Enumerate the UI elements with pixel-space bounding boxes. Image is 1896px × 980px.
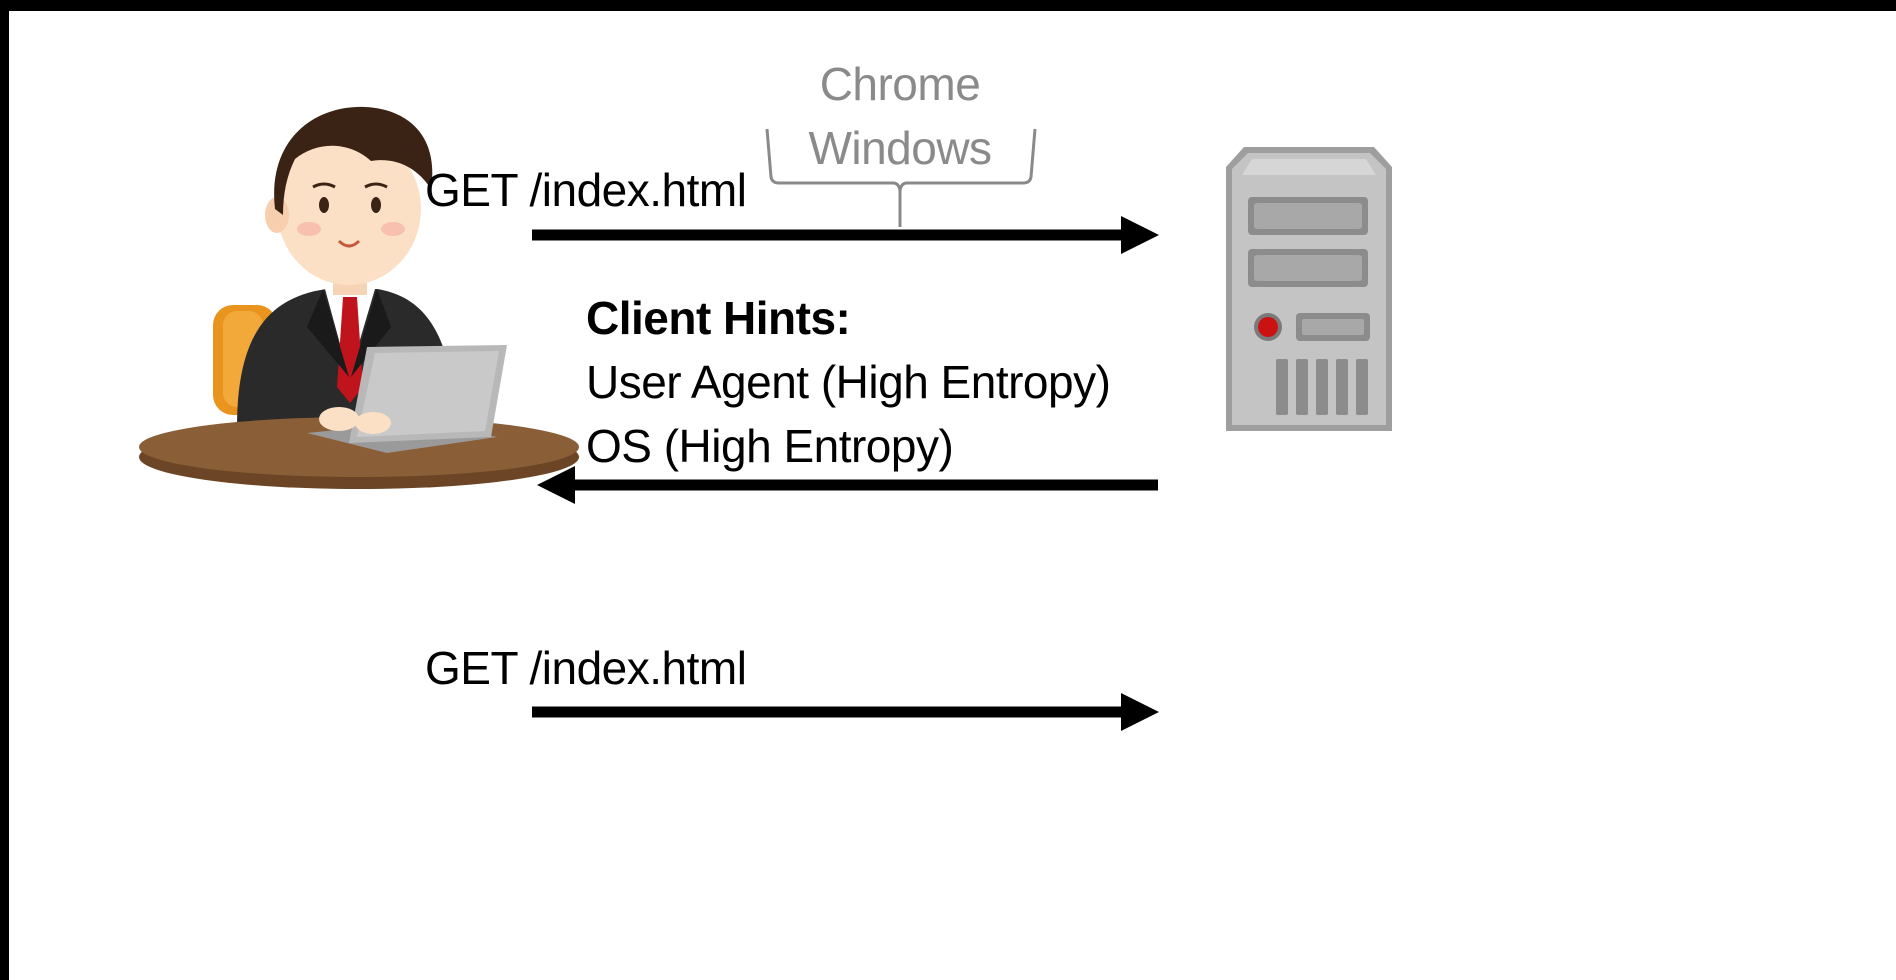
request-1-arrow bbox=[532, 216, 1159, 254]
response-arrow bbox=[537, 466, 1158, 504]
request-1-label: GET /index.html bbox=[425, 164, 747, 216]
annotation-brace bbox=[765, 128, 1037, 227]
server-tower-icon bbox=[1226, 147, 1392, 431]
client-hints-title: Client Hints: bbox=[586, 292, 851, 344]
client-hint-item: User Agent (High Entropy) bbox=[586, 356, 1111, 408]
request-2-label: GET /index.html bbox=[425, 642, 747, 694]
client-hint-item: OS (High Entropy) bbox=[586, 420, 954, 472]
request-1-annotation-chrome: Chrome bbox=[819, 58, 981, 110]
request-1-annotation-windows: Windows bbox=[808, 122, 992, 174]
diagram-canvas: GET /index.html Chrome Windows Client Hi… bbox=[9, 11, 1896, 980]
client-hints-block: Client Hints: User Agent (High Entropy) … bbox=[586, 286, 1111, 478]
person-with-laptop-icon bbox=[139, 106, 579, 489]
request-2-arrow bbox=[532, 693, 1159, 731]
